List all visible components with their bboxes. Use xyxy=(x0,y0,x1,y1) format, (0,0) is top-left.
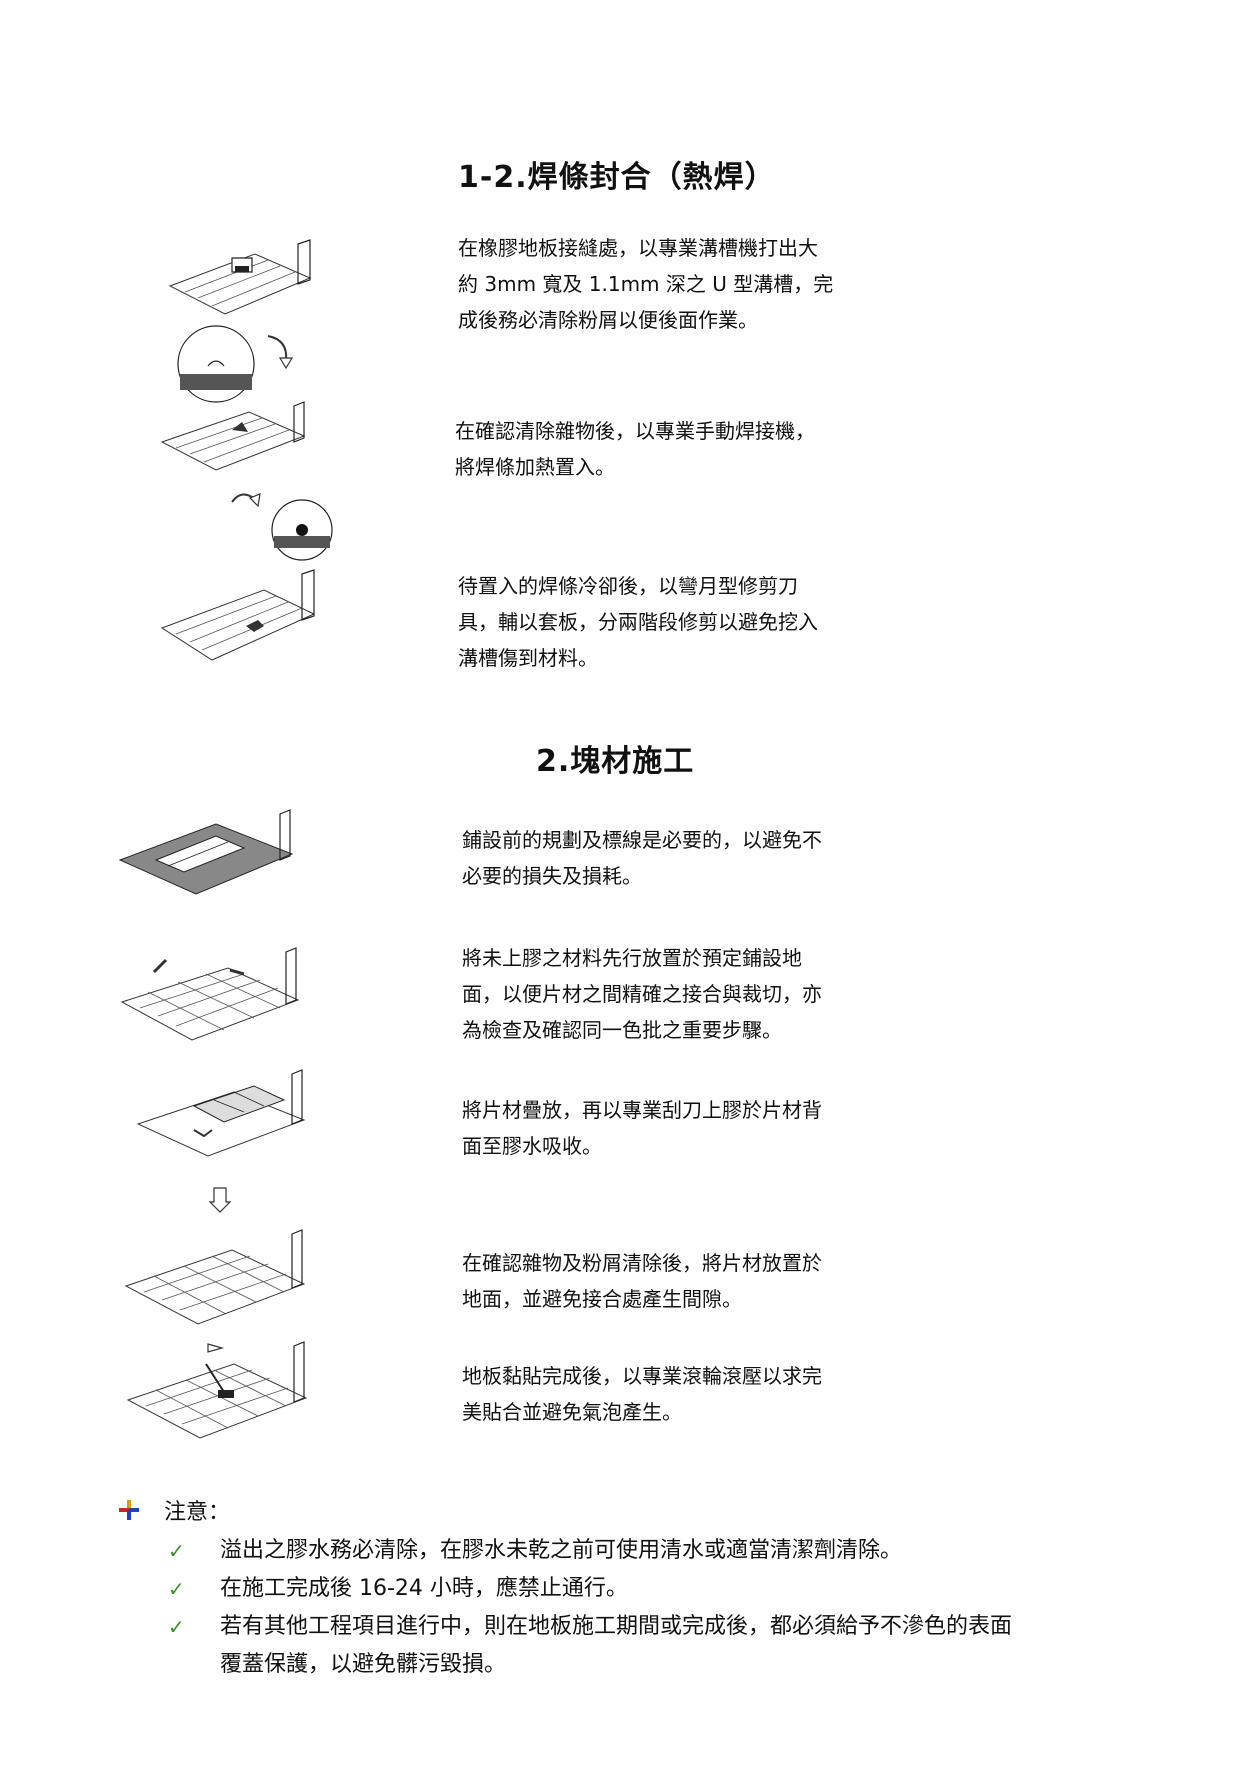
arrow-down-icon xyxy=(208,1186,232,1214)
note-text: 在施工完成後 16-24 小時，應禁止通行。 xyxy=(220,1576,628,1601)
trimming-illustration xyxy=(154,568,324,668)
groove-cutting-illustration xyxy=(160,236,320,326)
section1-title: 1-2.焊條封合（熱焊） xyxy=(458,160,776,195)
text-line: 鋪設前的規劃及標線是必要的，以避免不 xyxy=(462,828,822,852)
checkmark-icon: ✓ xyxy=(168,1577,185,1601)
dry-lay-illustration xyxy=(118,944,308,1054)
list-item: ✓ 溢出之膠水務必清除，在膠水未乾之前可使用清水或適當清潔劑清除。 xyxy=(168,1532,1120,1570)
section1-step3: 待置入的焊條冷卻後，以彎月型修剪刀 具，輔以套板，分兩階段修剪以避免挖入 溝槽傷… xyxy=(458,568,878,676)
section1-step1: 在橡膠地板接縫處，以專業溝槽機打出大 約 3mm 寬及 1.1mm 深之 U 型… xyxy=(458,230,878,338)
text-line: 將未上膠之材料先行放置於預定鋪設地 xyxy=(462,946,802,970)
weld-rod-detail-illustration xyxy=(226,484,336,564)
section2-step4: 在確認雜物及粉屑清除後，將片材放置於 地面，並避免接合處產生間隙。 xyxy=(462,1245,882,1317)
text-line: 將片材疊放，再以專業刮刀上膠於片材背 xyxy=(462,1098,822,1122)
text-line: 在橡膠地板接縫處，以專業溝槽機打出大 xyxy=(458,236,818,260)
text-line: 必要的損失及損耗。 xyxy=(462,864,642,888)
layout-marking-illustration xyxy=(116,810,306,910)
section2-title: 2.塊材施工 xyxy=(536,744,695,779)
notes-list: ✓ 溢出之膠水務必清除，在膠水未乾之前可使用清水或適當清潔劑清除。 ✓ 在施工完… xyxy=(168,1532,1120,1684)
text-line: 地面，並避免接合處產生間隙。 xyxy=(462,1287,742,1311)
rolling-illustration xyxy=(124,1334,314,1450)
notes-heading: 注意： xyxy=(118,1494,230,1526)
text-line: 面至膠水吸收。 xyxy=(462,1134,602,1158)
section2-step3: 將片材疊放，再以專業刮刀上膠於片材背 面至膠水吸收。 xyxy=(462,1092,882,1164)
text-line: 溝槽傷到材料。 xyxy=(458,646,598,670)
bullet-cross-icon xyxy=(119,1500,139,1520)
section2-step5: 地板黏貼完成後，以專業滾輪滾壓以求完 美貼合並避免氣泡產生。 xyxy=(462,1358,882,1430)
welding-illustration xyxy=(154,404,314,484)
section2-step2: 將未上膠之材料先行放置於預定鋪設地 面，以便片材之間精確之接合與裁切，亦 為檢查… xyxy=(462,940,882,1048)
notes-heading-text: 注意： xyxy=(164,1500,231,1525)
note-text: 若有其他工程項目進行中，則在地板施工期間或完成後，都必須給予不滲色的表面 xyxy=(220,1614,1013,1639)
groove-detail-illustration xyxy=(176,318,306,408)
text-line: 在確認清除雜物後，以專業手動焊接機， xyxy=(455,419,815,443)
text-line: 為檢查及確認同一色批之重要步驟。 xyxy=(462,1018,782,1042)
text-line: 成後務必清除粉屑以便後面作業。 xyxy=(458,308,758,332)
note-text: 覆蓋保護，以避免髒污毀損。 xyxy=(220,1652,507,1677)
text-line: 美貼合並避免氣泡產生。 xyxy=(462,1400,682,1424)
checkmark-icon: ✓ xyxy=(168,1615,185,1639)
text-line: 約 3mm 寬及 1.1mm 深之 U 型溝槽，完 xyxy=(458,272,834,296)
section1-step2: 在確認清除雜物後，以專業手動焊接機， 將焊條加熱置入。 xyxy=(455,413,875,485)
list-item: ✓ 在施工完成後 16-24 小時，應禁止通行。 xyxy=(168,1570,1120,1608)
text-line: 在確認雜物及粉屑清除後，將片材放置於 xyxy=(462,1251,822,1275)
note-text: 溢出之膠水務必清除，在膠水未乾之前可使用清水或適當清潔劑清除。 xyxy=(220,1538,903,1563)
text-line: 將焊條加熱置入。 xyxy=(455,455,615,479)
tile-placement-illustration xyxy=(122,1226,312,1336)
section2-step1: 鋪設前的規劃及標線是必要的，以避免不 必要的損失及損耗。 xyxy=(462,822,882,894)
text-line: 待置入的焊條冷卻後，以彎月型修剪刀 xyxy=(458,574,798,598)
text-line: 面，以便片材之間精確之接合與裁切，亦 xyxy=(462,982,822,1006)
adhesive-spreading-illustration xyxy=(134,1070,314,1170)
list-item: ✓ 若有其他工程項目進行中，則在地板施工期間或完成後，都必須給予不滲色的表面 覆… xyxy=(168,1608,1120,1684)
text-line: 地板黏貼完成後，以專業滾輪滾壓以求完 xyxy=(462,1364,822,1388)
text-line: 具，輔以套板，分兩階段修剪以避免挖入 xyxy=(458,610,818,634)
checkmark-icon: ✓ xyxy=(168,1539,185,1563)
